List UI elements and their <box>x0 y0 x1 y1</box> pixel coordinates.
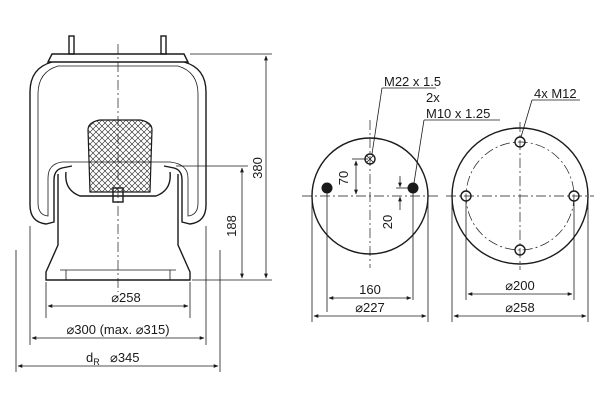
dim-mounting-diameter: ⌀300 (max. ⌀315) <box>66 322 169 337</box>
dim-stud-spacing: 160 <box>359 282 381 297</box>
side-view: 380 188 ⌀258 ⌀300 (max. ⌀315) dR ⌀345 <box>15 35 272 372</box>
bellows-outer-right <box>163 61 207 225</box>
callout-center-thread: M22 x 1.5 <box>384 74 441 89</box>
dim-effective-diameter: dR <box>86 350 100 367</box>
dim-piston-diameter: ⌀258 <box>111 290 141 305</box>
bolt-hole-top <box>514 136 526 148</box>
callout-bolt-holes: 4x M12 <box>534 86 577 101</box>
dim-offset-20: 20 <box>380 215 395 229</box>
dim-bolt-circle: ⌀200 <box>505 278 535 293</box>
dim-effective-diameter-value: ⌀345 <box>110 350 140 365</box>
dim-height-380: 380 <box>250 157 265 179</box>
mounting-studs <box>68 35 167 55</box>
callout-stud-count: 2x <box>426 90 440 105</box>
dim-bottom-plate-diameter: ⌀258 <box>505 300 535 315</box>
bolt-hole-bottom <box>514 244 526 256</box>
bottom-plate-view: 4x M12 ⌀200 ⌀258 <box>446 86 594 322</box>
rubber-bumper <box>87 119 153 193</box>
top-plate <box>46 53 190 63</box>
dim-top-plate-diameter: ⌀227 <box>355 300 385 315</box>
bellows-outer <box>29 61 73 225</box>
dim-offset-70: 70 <box>336 171 351 185</box>
callout-stud-thread: M10 x 1.25 <box>426 106 490 121</box>
dim-height-188: 188 <box>224 215 239 237</box>
top-plate-view: M22 x 1.5 2x M10 x 1.25 70 20 160 ⌀227 <box>302 74 500 322</box>
